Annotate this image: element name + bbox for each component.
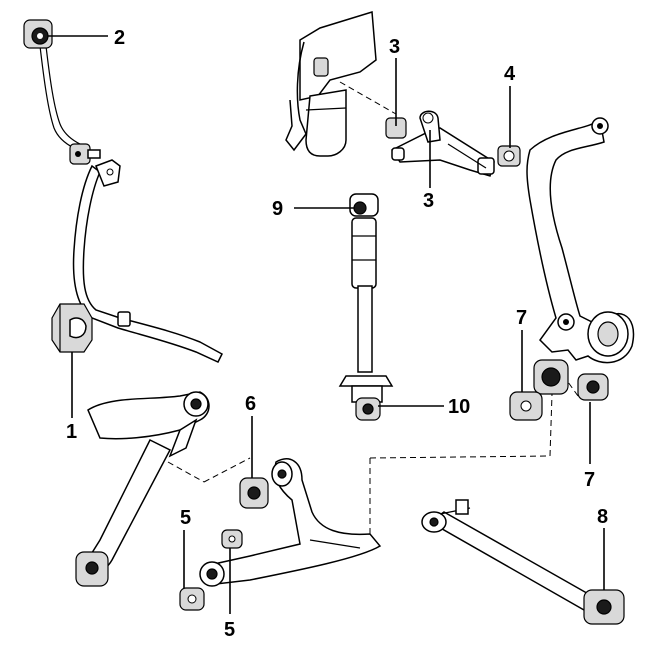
callout-6: 6 — [245, 393, 256, 415]
callout-3-bottom: 3 — [423, 190, 434, 212]
callout-7-right: 7 — [584, 469, 595, 491]
tie-rod — [421, 499, 594, 612]
shock-absorber — [338, 193, 394, 421]
callout-8: 8 — [597, 506, 608, 528]
upper-control-arm — [385, 110, 495, 177]
callout-10: 10 — [448, 396, 470, 418]
wheel-carrier-bushing-inner — [509, 391, 543, 421]
callout-4: 4 — [504, 63, 516, 85]
callout-9: 9 — [272, 198, 283, 220]
stabilizer-bar — [72, 159, 223, 363]
callout-2: 2 — [114, 27, 125, 49]
callout-1: 1 — [66, 421, 77, 443]
drop-link — [39, 45, 101, 165]
lower-wishbone-rear — [75, 391, 251, 587]
callout-5-lower: 5 — [224, 619, 235, 641]
stabilizer-bushing — [51, 303, 93, 353]
leader-lines — [48, 35, 605, 614]
upper-arm-bushing — [497, 145, 521, 167]
wishbone-bushing-6 — [239, 477, 269, 509]
lower-wishbone-front — [199, 393, 553, 587]
upper-mount-bracket — [285, 11, 397, 157]
drop-link-top-bushing — [23, 19, 53, 49]
tie-rod-bushing — [583, 589, 625, 625]
callout-5-upper: 5 — [180, 507, 191, 529]
wheel-carrier-bushing-main — [533, 359, 569, 395]
wheel-carrier-bushing-outer — [567, 373, 609, 401]
wishbone-bushing-5-lower — [179, 587, 205, 611]
wheel-carrier — [526, 117, 635, 364]
callout-3-top: 3 — [389, 36, 400, 58]
callout-7-left: 7 — [516, 307, 527, 329]
wishbone-bushing-5-upper — [221, 529, 243, 549]
